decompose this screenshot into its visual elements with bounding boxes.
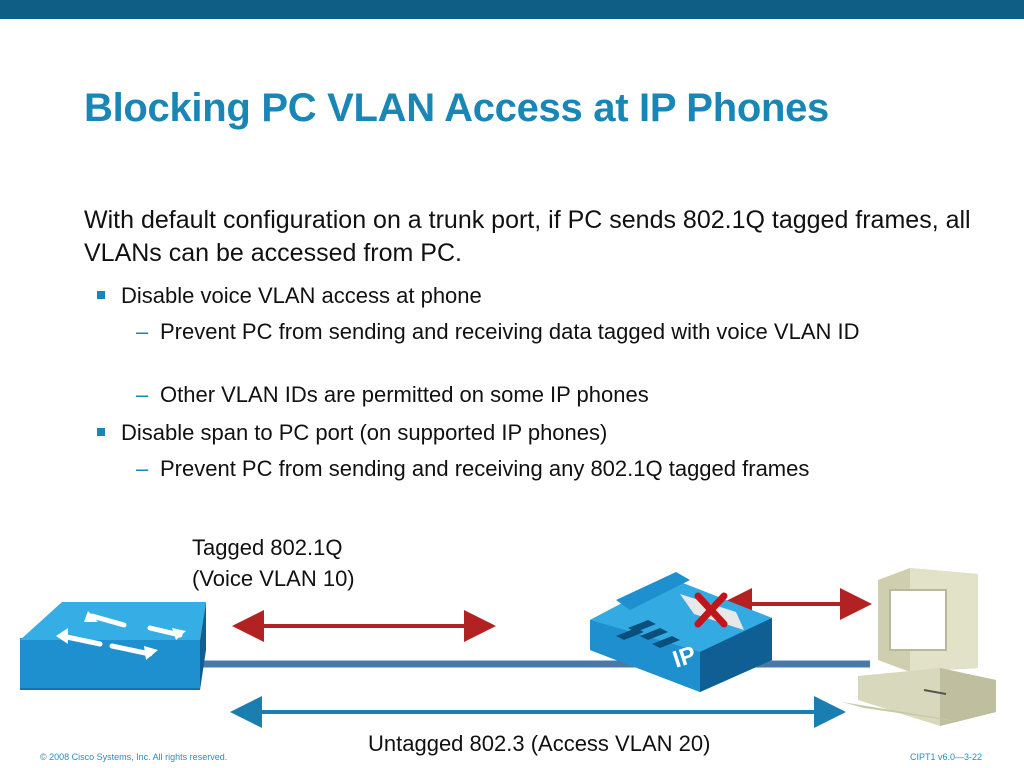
dash-bullet-icon: – — [136, 319, 149, 344]
sub-bullet-1-1-text: Prevent PC from sending and receiving da… — [160, 319, 860, 344]
sub-bullet-2-1-text: Prevent PC from sending and receiving an… — [160, 456, 810, 481]
sub-bullet-1-2: – Other VLAN IDs are permitted on some I… — [136, 382, 960, 408]
tagged-label: Tagged 802.1Q (Voice VLAN 10) — [192, 532, 355, 594]
bullet-1: Disable voice VLAN access at phone — [97, 283, 482, 309]
blocked-x-icon — [694, 592, 728, 628]
slide-title: Blocking PC VLAN Access at IP Phones — [84, 86, 829, 130]
tagged-label-line2: (Voice VLAN 10) — [192, 566, 355, 591]
switch-icon — [20, 602, 206, 690]
bullet-1-text: Disable voice VLAN access at phone — [121, 283, 482, 308]
footer-course-id: CIPT1 v6.0—3-22 — [910, 752, 983, 762]
ip-phone-icon: IP — [590, 572, 772, 692]
untagged-label: Untagged 802.3 (Access VLAN 20) — [368, 731, 711, 756]
top-bar — [0, 0, 1024, 19]
tagged-label-line1: Tagged 802.1Q — [192, 535, 343, 560]
square-bullet-icon — [97, 291, 105, 299]
dash-bullet-icon: – — [136, 382, 149, 407]
square-bullet-icon — [97, 428, 105, 436]
sub-bullet-2-1: – Prevent PC from sending and receiving … — [136, 456, 960, 482]
pc-icon — [842, 568, 996, 726]
intro-paragraph: With default configuration on a trunk po… — [84, 206, 971, 267]
sub-bullet-1-2-text: Other VLAN IDs are permitted on some IP … — [160, 382, 649, 407]
sub-bullet-1-1: – Prevent PC from sending and receiving … — [136, 319, 960, 345]
dash-bullet-icon: – — [136, 456, 149, 481]
footer-copyright: © 2008 Cisco Systems, Inc. All rights re… — [40, 752, 228, 762]
bullet-2: Disable span to PC port (on supported IP… — [97, 420, 608, 446]
bullet-2-text: Disable span to PC port (on supported IP… — [121, 420, 608, 445]
